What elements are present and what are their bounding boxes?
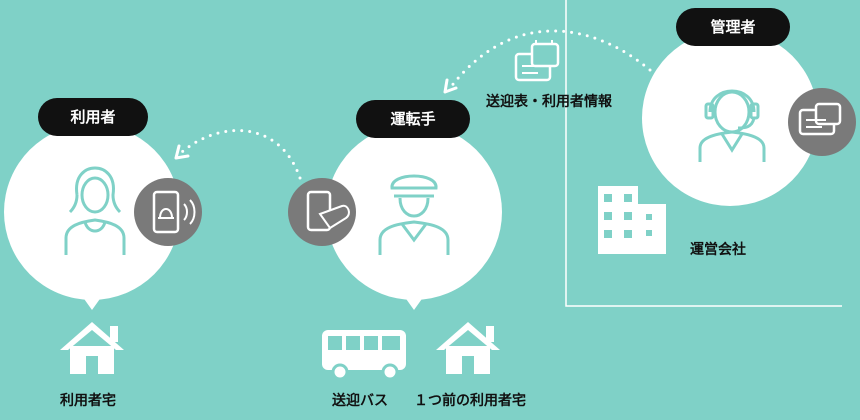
schedule-info-caption: 送迎表・利用者情報 xyxy=(486,94,612,110)
company-boundary-line xyxy=(565,0,842,307)
driver-bubble xyxy=(326,124,502,310)
phone-tap-icon xyxy=(288,178,356,246)
operator-icon xyxy=(698,89,766,162)
role-label-user: 利用者 xyxy=(38,98,148,136)
woman-icon xyxy=(64,166,126,255)
role-label-admin: 管理者 xyxy=(676,8,790,46)
driver-icon xyxy=(378,174,450,255)
prev-user-home-caption: １つ前の利用者宅 xyxy=(414,393,526,409)
bus-icon xyxy=(322,330,406,381)
user-home-caption: 利用者宅 xyxy=(60,393,116,409)
schedule-card-icon xyxy=(514,40,560,82)
schedule-card-icon xyxy=(788,88,856,156)
house-icon xyxy=(436,322,500,374)
flow-arrow-admin-to-driver xyxy=(443,29,652,94)
admin-bubble xyxy=(642,30,818,206)
phone-bell-icon xyxy=(134,178,202,246)
role-label-driver: 運転手 xyxy=(356,100,470,138)
house-icon xyxy=(60,322,124,374)
building-icon xyxy=(598,186,666,254)
company-caption: 運営会社 xyxy=(690,242,746,258)
flow-arrow-driver-to-user xyxy=(174,129,302,180)
bus-caption: 送迎バス xyxy=(332,393,388,409)
